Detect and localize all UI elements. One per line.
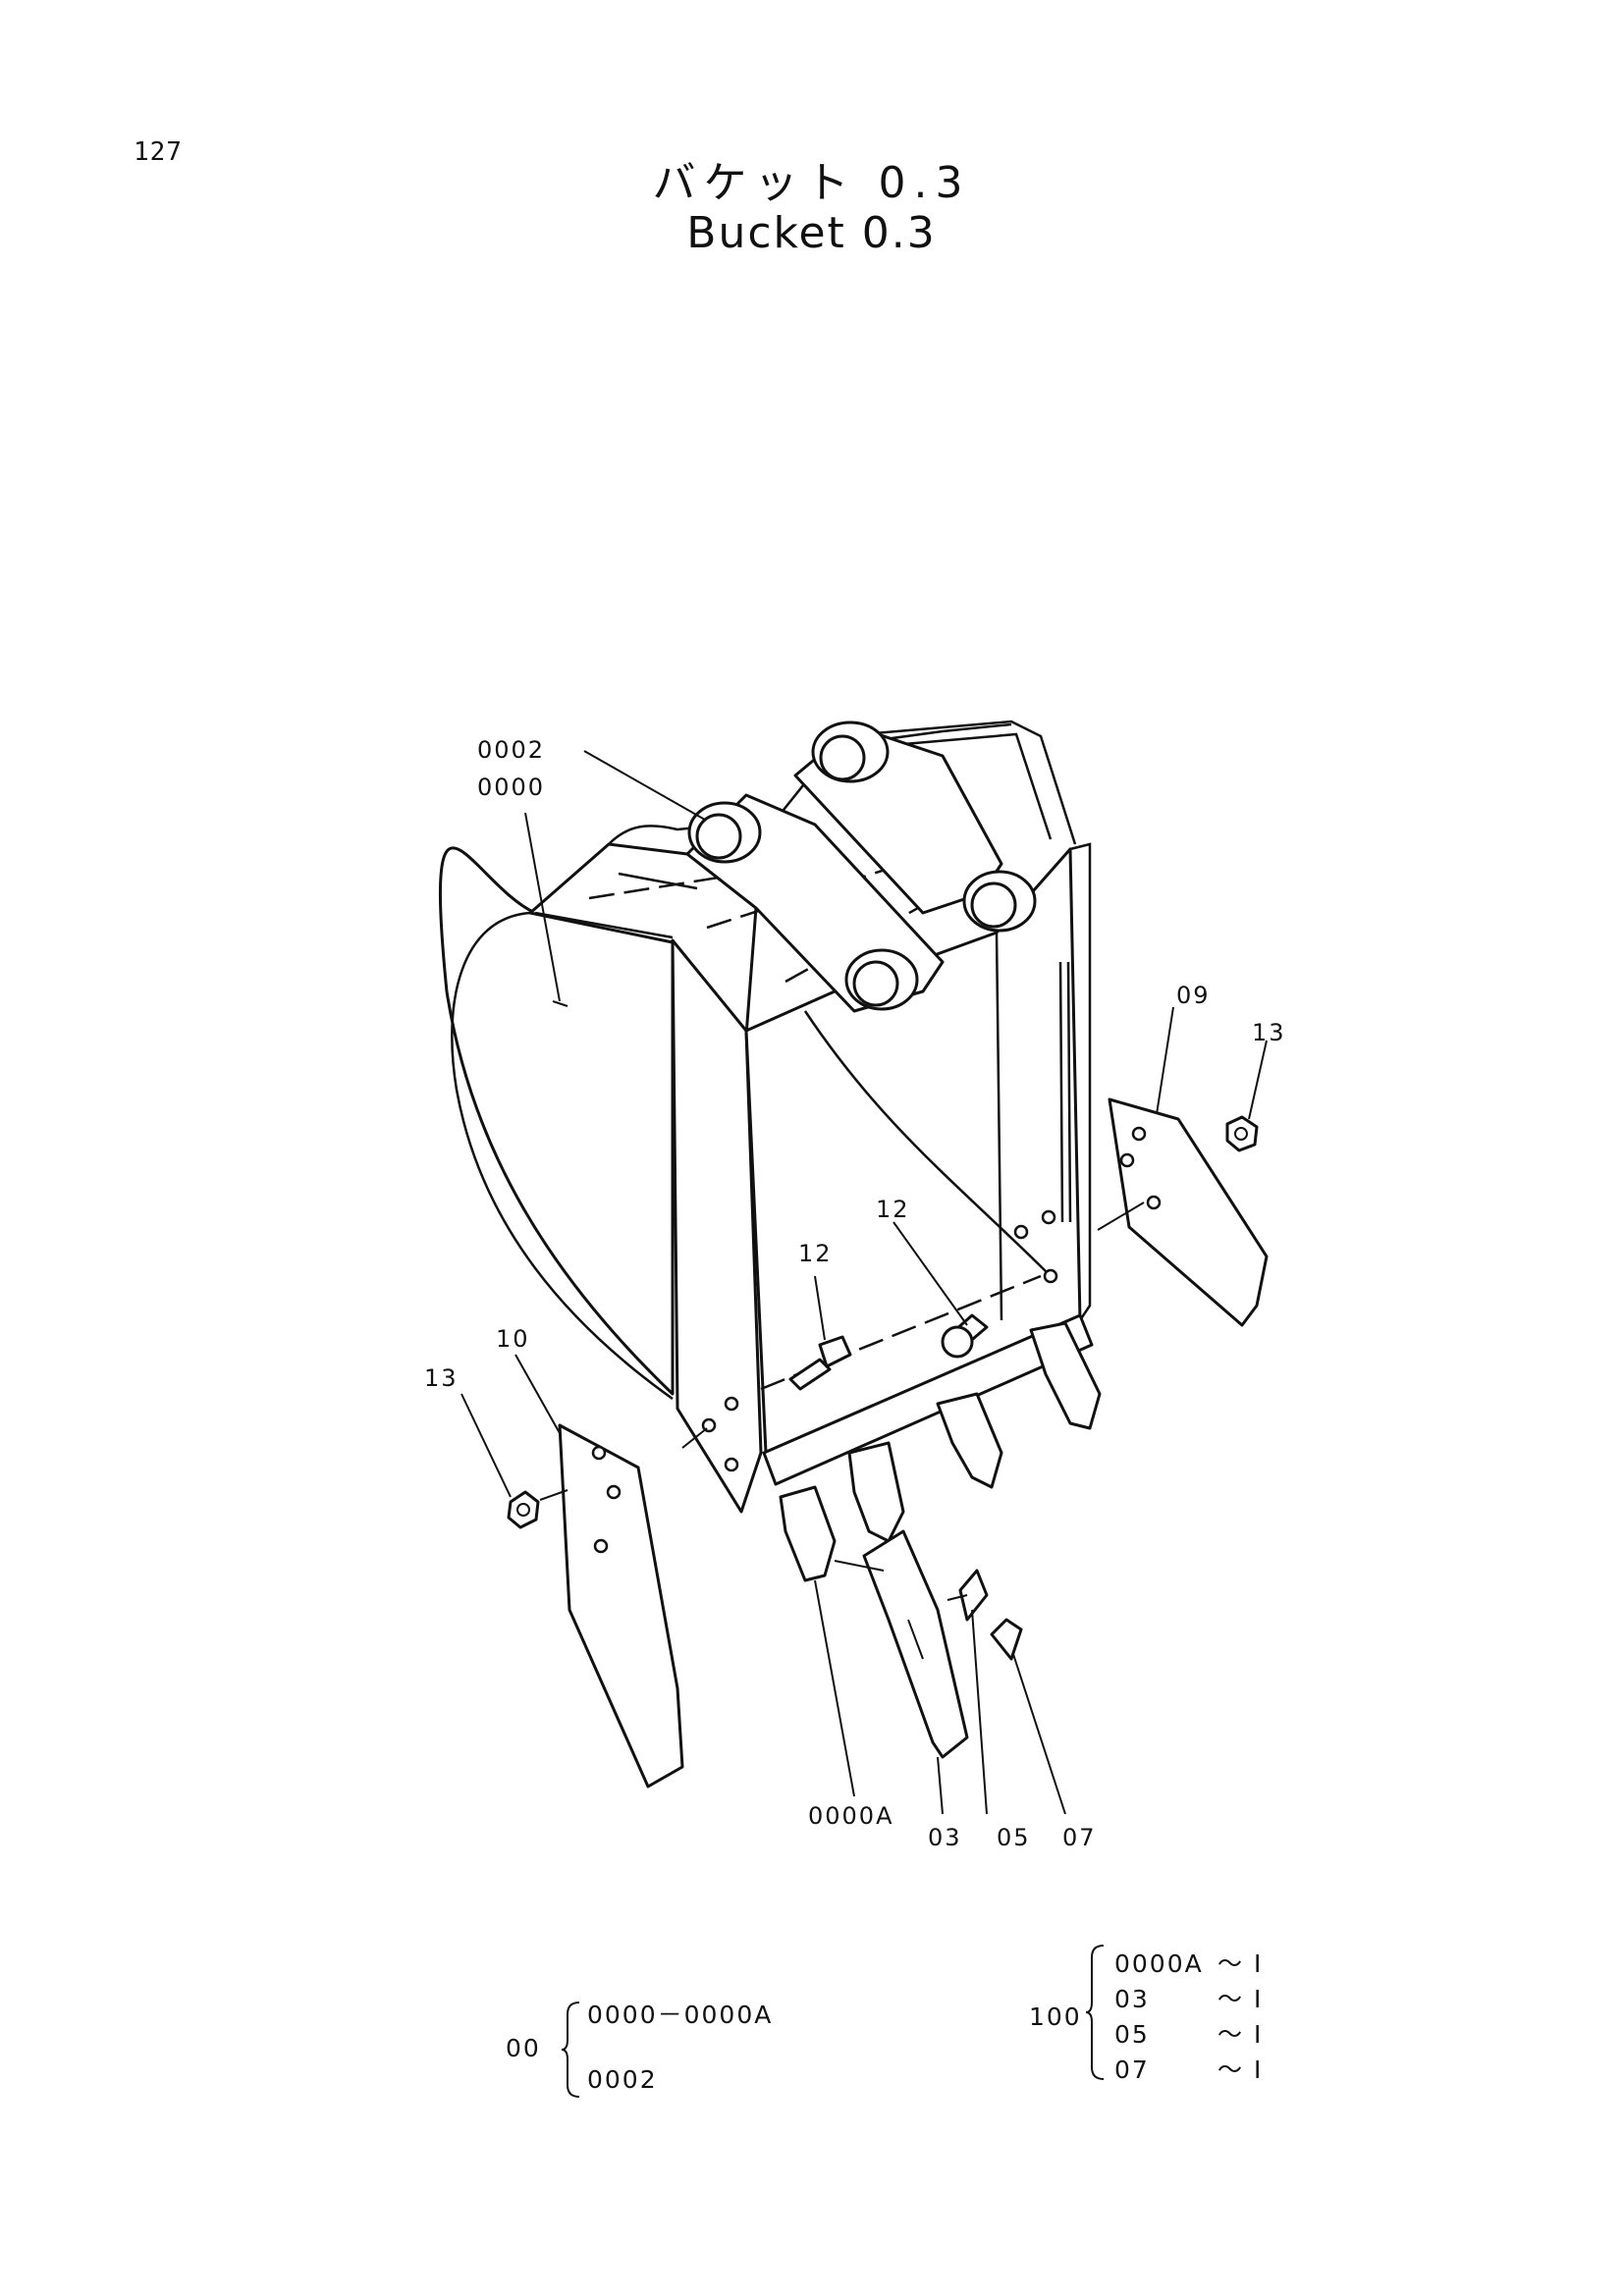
callout-0000: 0000 bbox=[477, 774, 545, 801]
callout-12-left: 12 bbox=[798, 1240, 833, 1267]
page-number: 127 bbox=[134, 137, 183, 167]
title-japanese: バケット 0.3 bbox=[652, 158, 971, 208]
group-100-qty-1: ～ I bbox=[1217, 1949, 1264, 1978]
nut-13-right bbox=[1225, 1115, 1259, 1152]
side-cutter-09 bbox=[1108, 1097, 1269, 1327]
title-english: Bucket 0.3 bbox=[686, 208, 937, 258]
tooth-point-03 bbox=[862, 1529, 969, 1759]
bucket-body bbox=[438, 720, 1094, 1514]
group-100-qty-3: ～ I bbox=[1217, 2020, 1264, 2049]
lock-07 bbox=[990, 1618, 1023, 1661]
bucket-bosses bbox=[685, 721, 1037, 1013]
group-00-item-2: 0002 bbox=[587, 2065, 658, 2094]
callout-12-right: 12 bbox=[876, 1196, 910, 1223]
group-100-part-4: 07 bbox=[1114, 2056, 1150, 2084]
group-100-qty-4: ～ I bbox=[1217, 2056, 1264, 2084]
bolt-12-left bbox=[788, 1335, 852, 1391]
callout-07: 07 bbox=[1062, 1824, 1097, 1851]
nut-13-left bbox=[507, 1490, 540, 1529]
callout-0002: 0002 bbox=[477, 736, 545, 764]
group-100-label: 100 bbox=[1029, 2002, 1082, 2031]
callout-13-left: 13 bbox=[424, 1364, 459, 1392]
leader-lines bbox=[460, 750, 1268, 1815]
callout-09: 09 bbox=[1176, 982, 1211, 1009]
callout-03: 03 bbox=[928, 1824, 962, 1851]
side-cutter-10 bbox=[558, 1423, 684, 1789]
callout-0000A: 0000A bbox=[808, 1802, 894, 1830]
group-00-label: 00 bbox=[506, 2034, 541, 2062]
group-00-item-1: 0000－0000A bbox=[587, 2001, 774, 2029]
group-00-brace bbox=[561, 2002, 580, 2098]
bolt-12-right bbox=[941, 1313, 989, 1359]
group-100-brace bbox=[1085, 1945, 1105, 2080]
group-100-part-1: 0000A bbox=[1114, 1949, 1204, 1978]
group-100-part-3: 05 bbox=[1114, 2020, 1150, 2049]
callout-13-right: 13 bbox=[1252, 1019, 1286, 1046]
bucket-teeth bbox=[779, 1321, 1102, 1582]
group-100-qty-2: ～ I bbox=[1217, 1985, 1264, 2013]
callout-05: 05 bbox=[997, 1824, 1031, 1851]
pin-05 bbox=[958, 1569, 989, 1622]
group-100-part-2: 03 bbox=[1114, 1985, 1150, 2013]
callout-10: 10 bbox=[496, 1325, 530, 1353]
